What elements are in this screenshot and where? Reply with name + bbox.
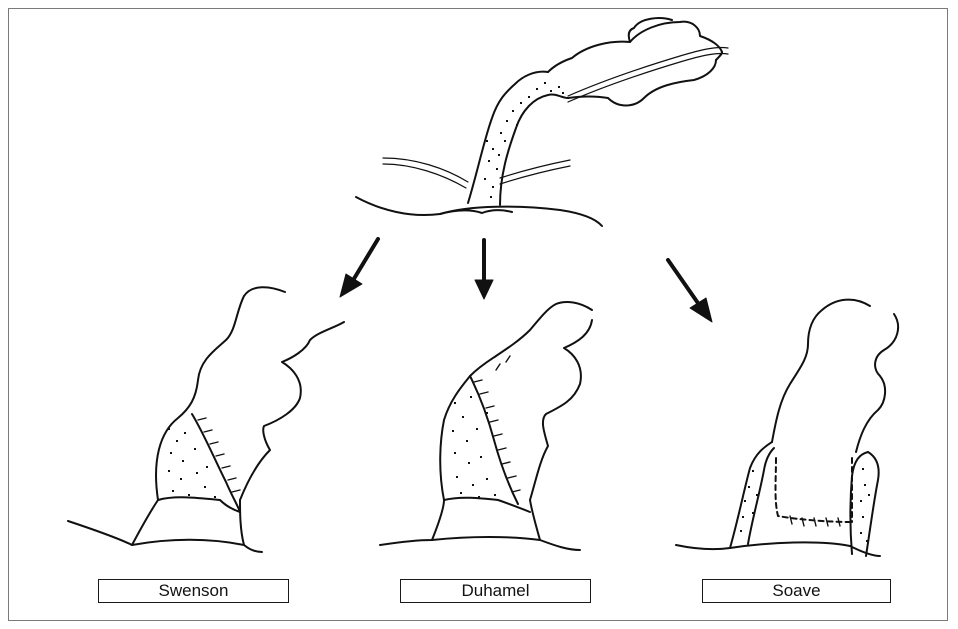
arrow-left (352, 239, 378, 282)
arrows (340, 239, 712, 322)
swenson-colon-right (240, 322, 344, 500)
soave-cuff-right-outer (851, 452, 869, 554)
duhamel-speckles (452, 396, 496, 498)
arrow-right (668, 260, 700, 306)
proximal-colon-top (548, 22, 722, 72)
swenson-aganglionic-cap (158, 497, 240, 512)
swenson-floor (68, 521, 262, 552)
label-duhamel: Duhamel (400, 579, 591, 603)
soave-pullthrough (776, 458, 853, 522)
aganglionic-speckles (484, 82, 564, 198)
proximal-colon-bottom (568, 60, 716, 106)
soave-floor (676, 542, 880, 556)
soave-diagram (676, 300, 898, 556)
rectum-right-wall (500, 95, 568, 205)
left-ureter-b (383, 164, 466, 188)
duhamel-aganglionic-cap (444, 498, 530, 512)
swenson-sutures (198, 418, 240, 492)
duhamel-staple-line (470, 376, 518, 504)
swenson-diagram (68, 287, 344, 552)
duhamel-colon-right (530, 320, 592, 500)
duhamel-floor (380, 537, 580, 550)
soave-colon-left (772, 300, 870, 442)
duhamel-sutures (474, 356, 520, 492)
duhamel-diagram (380, 302, 592, 550)
rectum-left-wall (468, 72, 548, 203)
label-swenson: Swenson (98, 579, 289, 603)
swenson-speckles (168, 428, 216, 498)
anal-canal (440, 210, 512, 214)
preop-colon (356, 18, 728, 226)
label-soave: Soave (702, 579, 891, 603)
right-ureter-a (500, 160, 570, 178)
soave-colon-right (856, 314, 898, 452)
swenson-colon-left (156, 287, 285, 500)
